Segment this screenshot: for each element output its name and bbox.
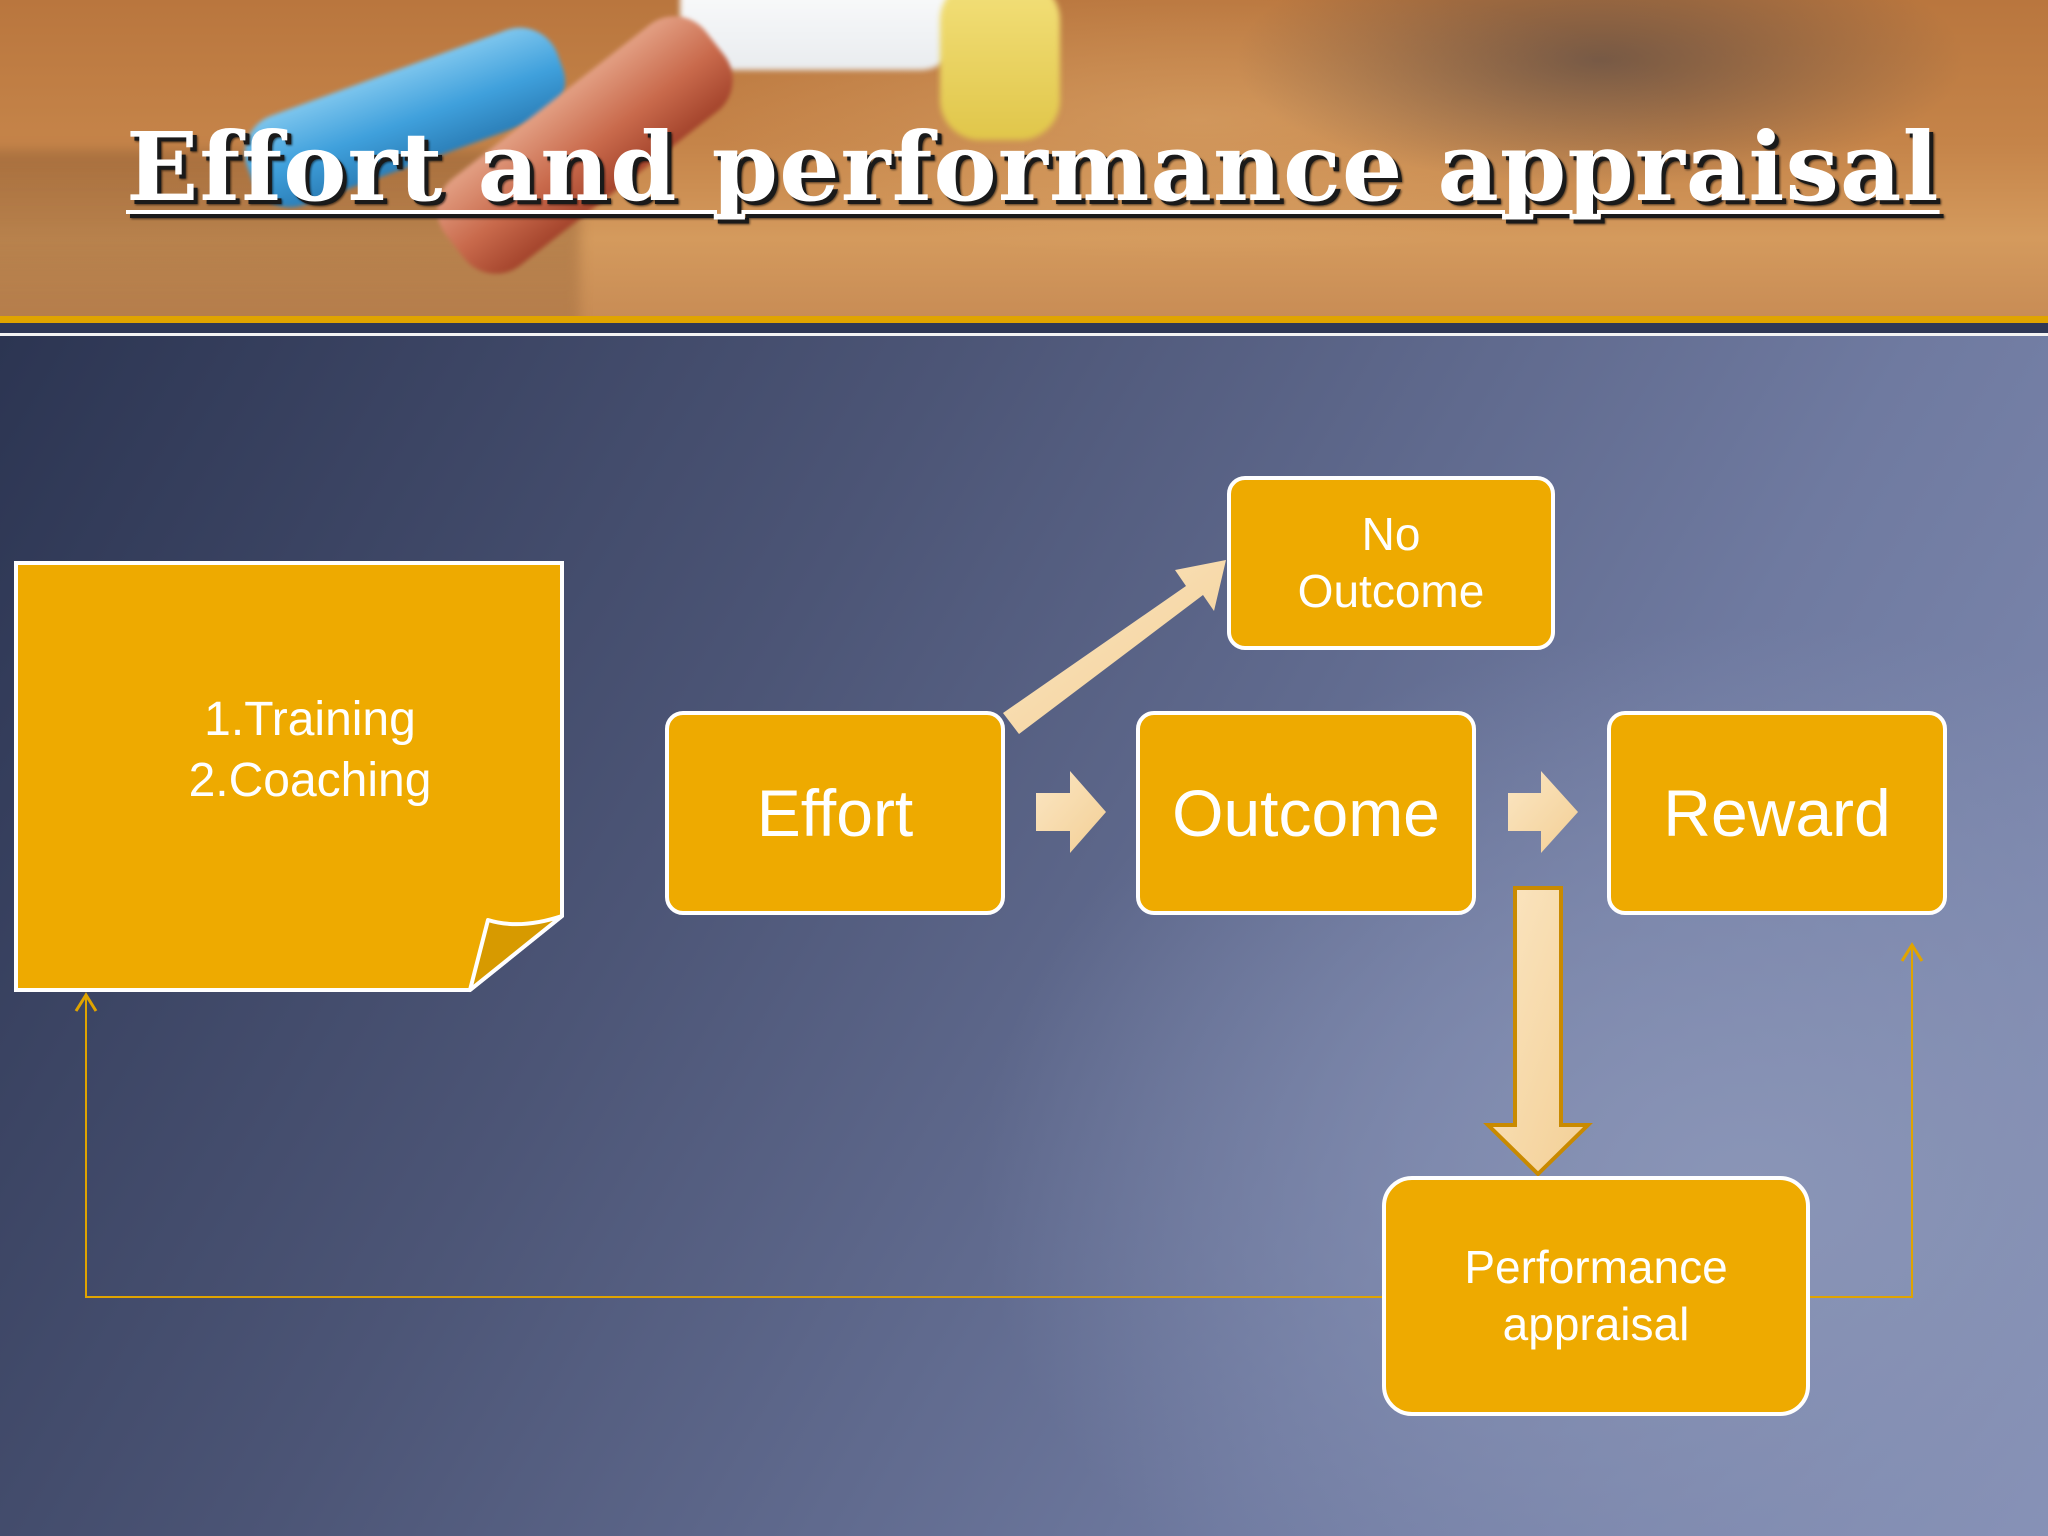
arrow-effort-to-outcome (1036, 771, 1106, 853)
header-divider-gold (0, 316, 2048, 323)
node-no-outcome-line1: No (1361, 507, 1421, 560)
arrow-outcome-to-reward (1508, 771, 1578, 853)
node-performance-appraisal-line2: appraisal (1502, 1298, 1690, 1350)
node-effort: Effort (665, 711, 1005, 915)
node-outcome: Outcome (1136, 711, 1476, 915)
header-photo-banner: Effort and performance appraisal (0, 0, 2048, 318)
node-no-outcome: No Outcome (1227, 476, 1555, 650)
node-no-outcome-line2: Outcome (1297, 565, 1485, 617)
note-text: 1.Training 2.Coaching (160, 690, 460, 812)
note-folded-corner (468, 914, 564, 992)
node-performance-appraisal-line1: Performance (1464, 1240, 1728, 1293)
node-reward-label: Reward (1663, 775, 1891, 850)
node-reward: Reward (1607, 711, 1947, 915)
connector-arrowhead-reward (1900, 942, 1924, 962)
node-performance-appraisal: Performance appraisal (1382, 1176, 1810, 1416)
node-outcome-label: Outcome (1172, 775, 1440, 850)
node-effort-label: Effort (756, 775, 914, 850)
slide-title: Effort and performance appraisal (126, 112, 1940, 223)
arrow-outcome-to-performance-appraisal (1483, 886, 1593, 1177)
arrow-effort-to-no-outcome (1003, 560, 1226, 734)
connector-appraisal-to-training (85, 995, 1382, 1298)
yellow-chalk-image (940, 0, 1060, 140)
note-item-training: 1.Training (204, 693, 416, 746)
note-item-coaching: 2.Coaching (188, 753, 432, 807)
connector-appraisal-to-reward (1810, 945, 1913, 1298)
connector-arrowhead-training (74, 992, 98, 1012)
header-divider-white (0, 333, 2048, 336)
